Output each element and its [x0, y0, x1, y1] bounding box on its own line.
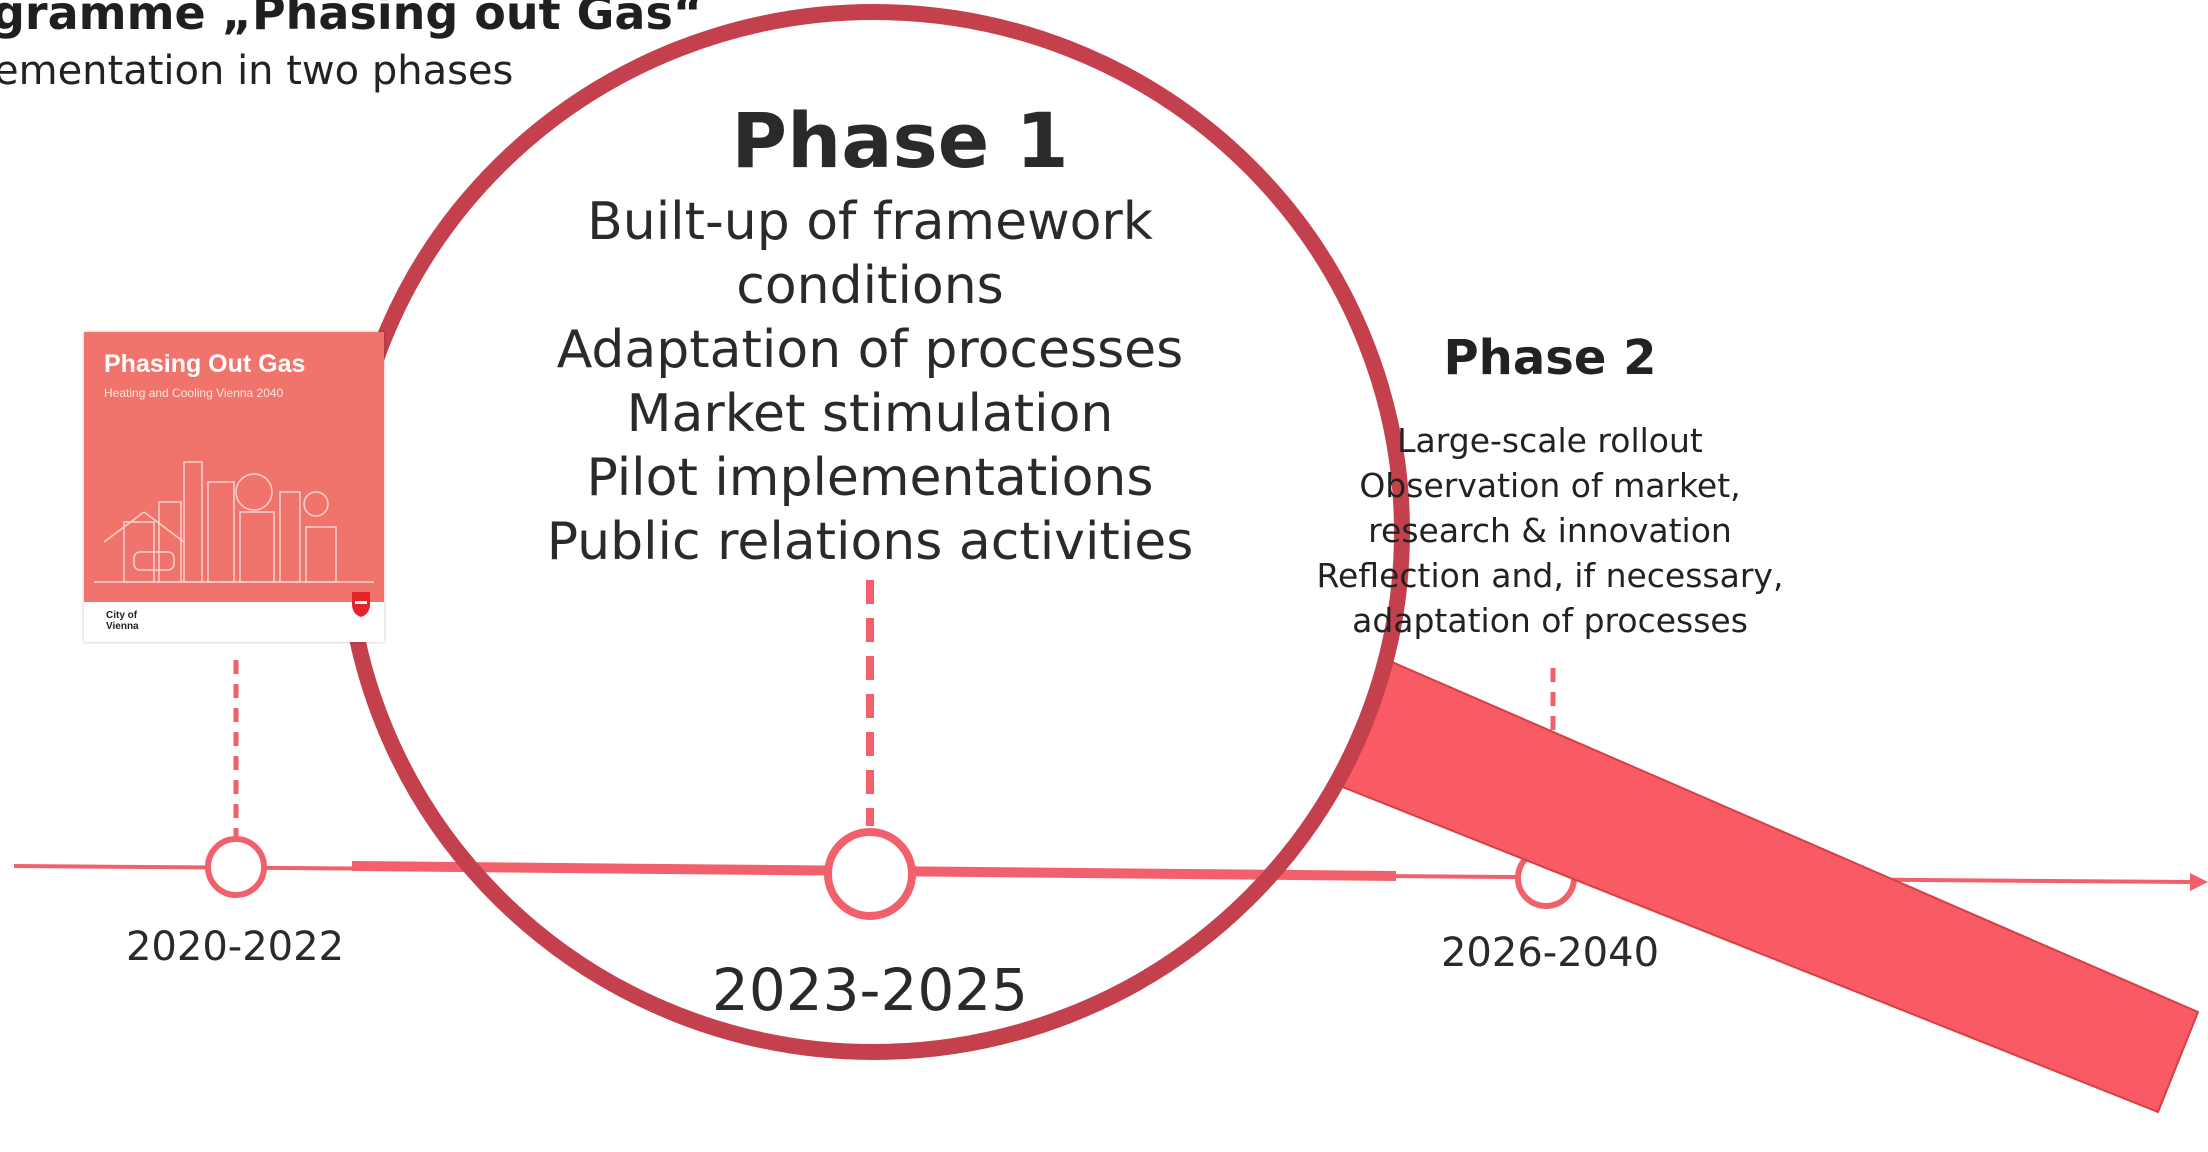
brochure-subtitle: Heating and Cooling Vienna 2040 — [104, 386, 284, 400]
brochure-cover-panel: Phasing Out Gas Heating and Cooling Vien… — [84, 332, 384, 602]
brochure-publisher: City of Vienna — [106, 610, 139, 632]
phase2-heading: Phase 2 — [1443, 330, 1657, 386]
brochure-title: Phasing Out Gas — [104, 350, 306, 378]
milestone-marker-2020 — [205, 836, 267, 898]
phase2-item: research & innovation — [1368, 511, 1732, 550]
phase2-list: Large-scale rollout Observation of marke… — [1270, 418, 1830, 643]
phase2-item: Reflection and, if necessary, — [1316, 556, 1784, 595]
phase2-item: Observation of market, — [1359, 466, 1741, 505]
page-title: gramme „Phasing out Gas“ — [0, 0, 704, 40]
milestone-label-2020: 2020-2022 — [125, 924, 345, 970]
city-skyline-illustration — [94, 461, 374, 583]
magnifier-lens — [346, 12, 1402, 1052]
phase1-item: conditions — [736, 256, 1004, 316]
magnifier-handle — [1328, 660, 2200, 1114]
brochure-cover: Phasing Out Gas Heating and Cooling Vien… — [84, 332, 384, 642]
phase1-item: Built-up of framework — [587, 192, 1153, 252]
milestone-label-2023: 2023-2025 — [711, 956, 1029, 1024]
phase1-list: Built-up of framework conditions Adaptat… — [470, 190, 1270, 574]
milestone-label-2026: 2026-2040 — [1440, 930, 1660, 976]
phase1-item: Adaptation of processes — [556, 320, 1184, 380]
phase1-heading: Phase 1 — [731, 96, 1069, 185]
phase2-item: adaptation of processes — [1352, 601, 1748, 640]
milestone-marker-2023 — [824, 828, 916, 920]
phase1-item: Public relations activities — [546, 512, 1194, 572]
phase1-item: Pilot implementations — [586, 448, 1154, 508]
page-subtitle: ementation in two phases — [0, 48, 514, 94]
phase1-item: Market stimulation — [626, 384, 1114, 444]
timeline-arrowhead — [2190, 873, 2208, 891]
vienna-logo-icon — [352, 592, 370, 617]
phase2-item: Large-scale rollout — [1397, 421, 1703, 460]
